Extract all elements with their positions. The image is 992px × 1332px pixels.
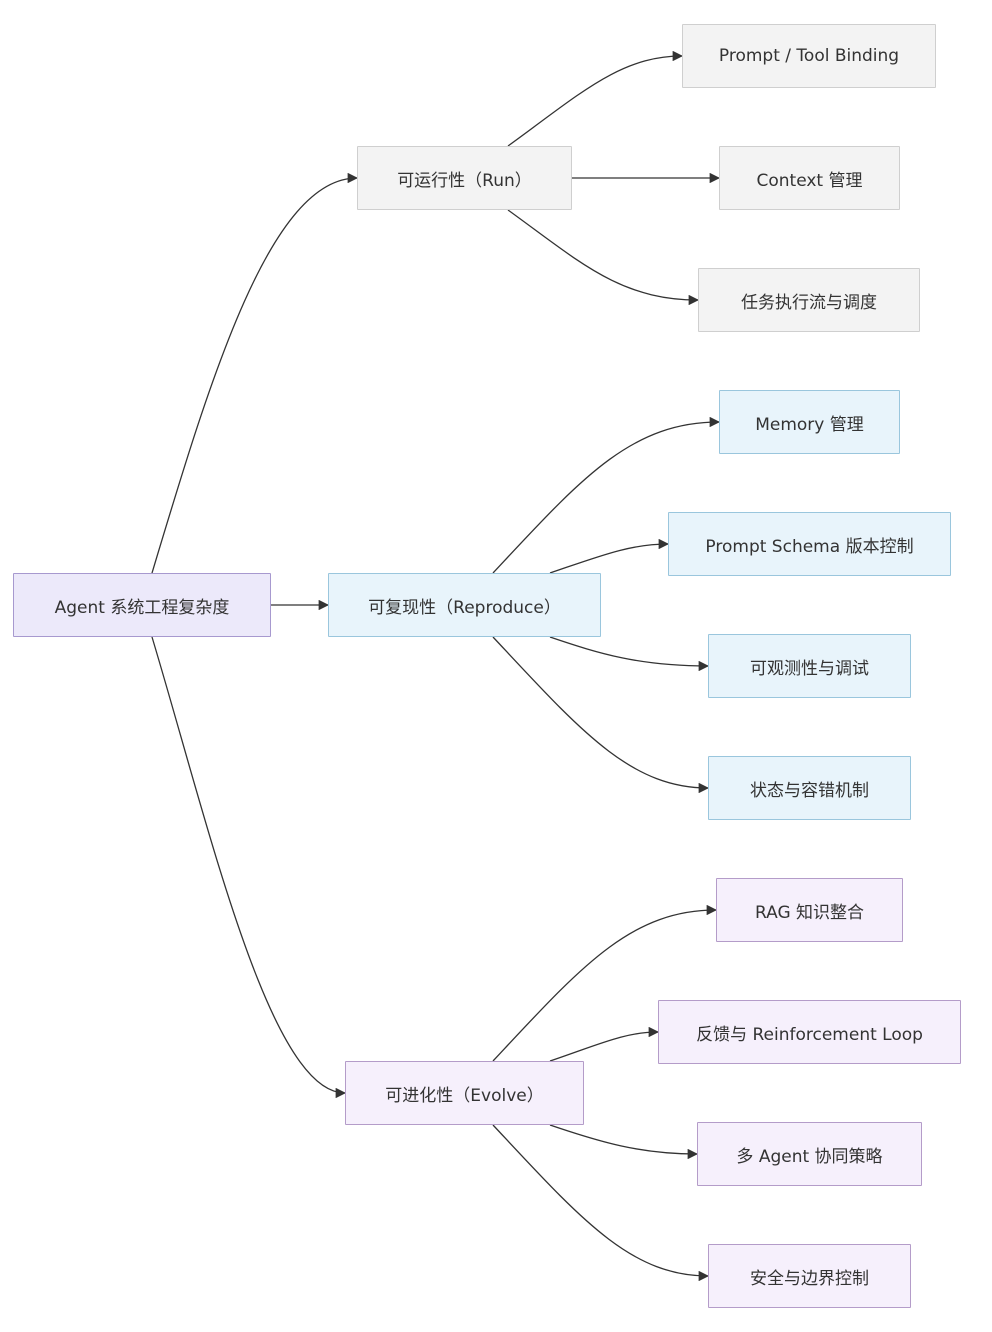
- edge-run-task-flow: [507, 209, 700, 306]
- edge-evolve-safety: [492, 1124, 710, 1282]
- leaf-task-flow-scheduling: 任务执行流与调度: [698, 268, 920, 332]
- branch-run-label: 可运行性（Run）: [397, 170, 532, 191]
- branch-evolve-node: 可进化性（Evolve）: [345, 1061, 584, 1125]
- branch-evolve-label: 可进化性（Evolve）: [385, 1085, 544, 1106]
- leaf-label: RAG 知识整合: [754, 902, 865, 923]
- leaf-prompt-tool-binding: Prompt / Tool Binding: [682, 24, 936, 88]
- leaf-label: 多 Agent 协同策略: [736, 1146, 883, 1167]
- leaf-label: Memory 管理: [755, 414, 864, 435]
- leaf-label: 任务执行流与调度: [741, 292, 877, 313]
- edge-reproduce-memory: [492, 416, 721, 574]
- leaf-label: Prompt Schema 版本控制: [705, 536, 914, 557]
- leaf-label: 反馈与 Reinforcement Loop: [696, 1024, 923, 1045]
- branch-run-node: 可运行性（Run）: [357, 146, 572, 210]
- root-node: Agent 系统工程复杂度: [13, 573, 271, 637]
- branch-reproduce-node: 可复现性（Reproduce）: [328, 573, 601, 637]
- edge-root-evolve: [151, 636, 347, 1099]
- leaf-observability-debugging: 可观测性与调试: [708, 634, 911, 698]
- leaf-multi-agent-strategy: 多 Agent 协同策略: [697, 1122, 922, 1186]
- leaf-label: 可观测性与调试: [750, 658, 869, 679]
- edge-evolve-feedback: [549, 1026, 660, 1062]
- leaf-rag-knowledge: RAG 知识整合: [716, 878, 903, 942]
- branch-reproduce-label: 可复现性（Reproduce）: [368, 597, 561, 618]
- edge-reproduce-observability: [549, 636, 710, 672]
- edge-reproduce-state: [492, 636, 710, 794]
- leaf-context-management: Context 管理: [719, 146, 900, 210]
- leaf-label: 状态与容错机制: [750, 780, 869, 801]
- root-label: Agent 系统工程复杂度: [54, 597, 230, 618]
- edge-run-prompt-tool: [507, 50, 684, 147]
- leaf-safety-boundary-control: 安全与边界控制: [708, 1244, 911, 1308]
- leaf-label: Context 管理: [756, 170, 863, 191]
- edge-root-run: [151, 172, 359, 574]
- leaf-state-fault-tolerance: 状态与容错机制: [708, 756, 911, 820]
- leaf-feedback-reinforcement-loop: 反馈与 Reinforcement Loop: [658, 1000, 961, 1064]
- leaf-memory-management: Memory 管理: [719, 390, 900, 454]
- edge-evolve-rag: [492, 904, 718, 1062]
- leaf-label: 安全与边界控制: [750, 1268, 869, 1289]
- edge-evolve-multi: [549, 1124, 699, 1160]
- edge-reproduce-schema: [549, 538, 670, 574]
- leaf-prompt-schema-versioning: Prompt Schema 版本控制: [668, 512, 951, 576]
- leaf-label: Prompt / Tool Binding: [718, 46, 900, 66]
